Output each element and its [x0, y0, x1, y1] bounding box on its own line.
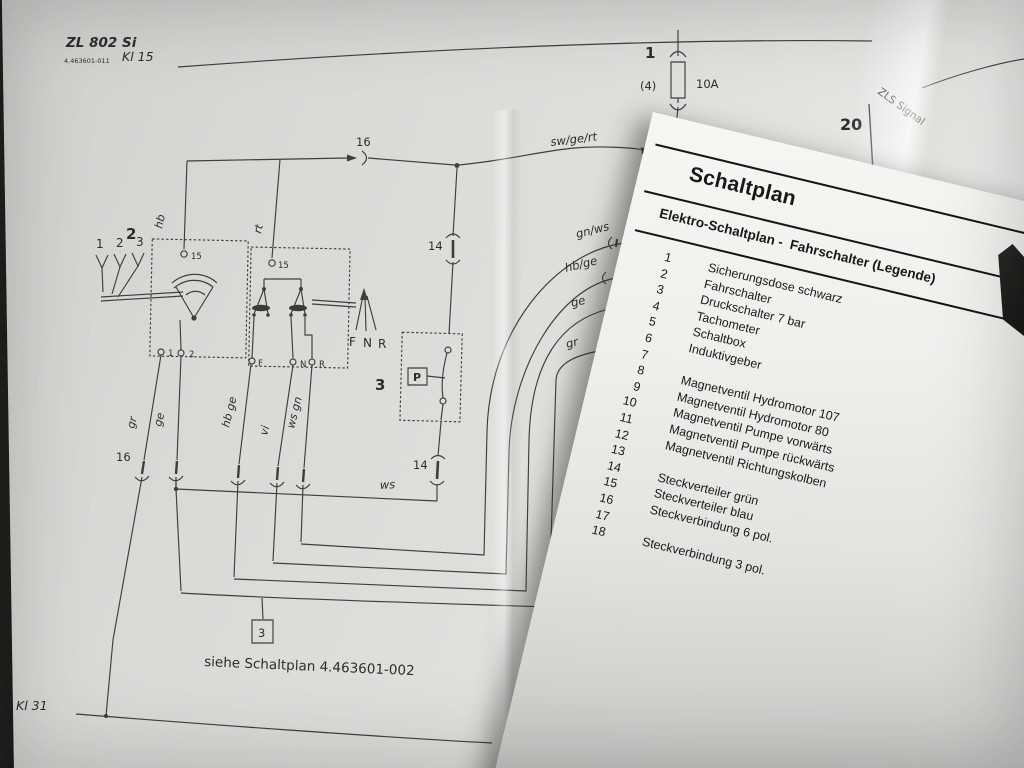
wire-label-hbge: hb/ge	[563, 253, 598, 275]
connector-14-upper	[446, 234, 460, 264]
terminal-R: R	[319, 360, 325, 370]
ref3-box	[252, 620, 273, 643]
ref3-box-label: 3	[258, 626, 265, 640]
zls-ref: 20	[840, 115, 862, 134]
fuse-ref: 1	[645, 44, 655, 62]
footer-note: siehe Schaltplan 4.463601-002	[204, 654, 415, 679]
wire-ge-loop	[234, 309, 609, 591]
wire-label-swgert: sw/ge/rt	[550, 129, 599, 149]
terminal-kl31: Kl 31	[16, 698, 48, 713]
wire-rt	[272, 160, 280, 259]
wire-label-ge-v: ge	[151, 411, 167, 428]
terminal-F: F	[258, 359, 263, 369]
fnr-N: N	[363, 336, 372, 350]
connector-123	[96, 253, 144, 297]
connector14-lower-label: 14	[413, 458, 428, 472]
wire-gr-loop	[181, 351, 599, 607]
terminal-2: 2	[189, 350, 194, 360]
conn123-2: 2	[116, 236, 124, 250]
connector-14-lower	[430, 456, 445, 486]
wire-label-hb: hb	[152, 213, 168, 229]
fuse-alt-ref: (4)	[640, 79, 656, 93]
wire-vi-vertical	[270, 365, 293, 561]
rotary-switch-symbol	[172, 274, 217, 283]
terminal15-right: 15	[278, 261, 289, 271]
connector16-lower-label: 16	[116, 450, 131, 464]
wire-hbge-vertical	[231, 364, 251, 577]
kl31-rail	[76, 714, 492, 743]
terminal15-left: 15	[191, 252, 202, 262]
fuse-symbol	[671, 62, 685, 98]
connector-16-arrow	[347, 154, 357, 162]
wire-label-gr-v: gr	[124, 414, 140, 430]
terminal-kl15: Kl 15	[122, 49, 154, 64]
wire-hb	[184, 161, 187, 249]
wire-gr-vertical	[106, 355, 161, 716]
terminal-N: N	[300, 360, 306, 370]
wire-label-hbge-v: hb ge	[219, 395, 239, 429]
wire-hbge-loop	[273, 278, 616, 574]
sheet-model: ZL 802 Si	[65, 35, 137, 51]
wire-gnws-loop	[301, 243, 624, 555]
wire-label-gr: gr	[564, 334, 580, 351]
wire-label-ws: ws	[379, 477, 395, 492]
conn123-3: 3	[136, 235, 144, 249]
connector16-top-label: 16	[356, 135, 371, 149]
wire-label-gnws: gn/ws	[574, 219, 610, 241]
druckschalter-box	[400, 332, 462, 422]
wire-wsgn-vertical	[296, 365, 312, 542]
wire-label-vi-v: vi	[257, 424, 272, 436]
wire-ge-vertical	[169, 356, 183, 591]
fahrschalter-box	[150, 239, 351, 368]
junction-dot	[454, 163, 460, 168]
druckschalter-ref: 3	[375, 376, 385, 394]
header-rule-curl	[922, 59, 1024, 88]
terminal-1: 1	[168, 349, 173, 359]
wire-label-rt: rt	[251, 223, 266, 235]
contact-mechanism	[252, 279, 307, 317]
conn123-1: 1	[96, 237, 104, 251]
fahrschalter-ref: 2	[126, 225, 136, 243]
wire-label-ge: ge	[569, 293, 586, 310]
header-rule	[178, 41, 872, 67]
fnr-R: R	[378, 337, 386, 351]
wire-ws-rail	[176, 489, 437, 501]
wire-sw-ge-rt	[459, 147, 650, 165]
p-symbol: P	[413, 371, 421, 384]
zls-label: ZLS Signal	[875, 86, 927, 128]
connector14-upper-label: 14	[428, 239, 443, 253]
sheet-doc-number: 4.463601-011	[64, 57, 110, 65]
fnr-F: F	[349, 335, 356, 349]
connector-fnr	[356, 288, 376, 331]
fuse-rating: 10A	[696, 77, 719, 91]
